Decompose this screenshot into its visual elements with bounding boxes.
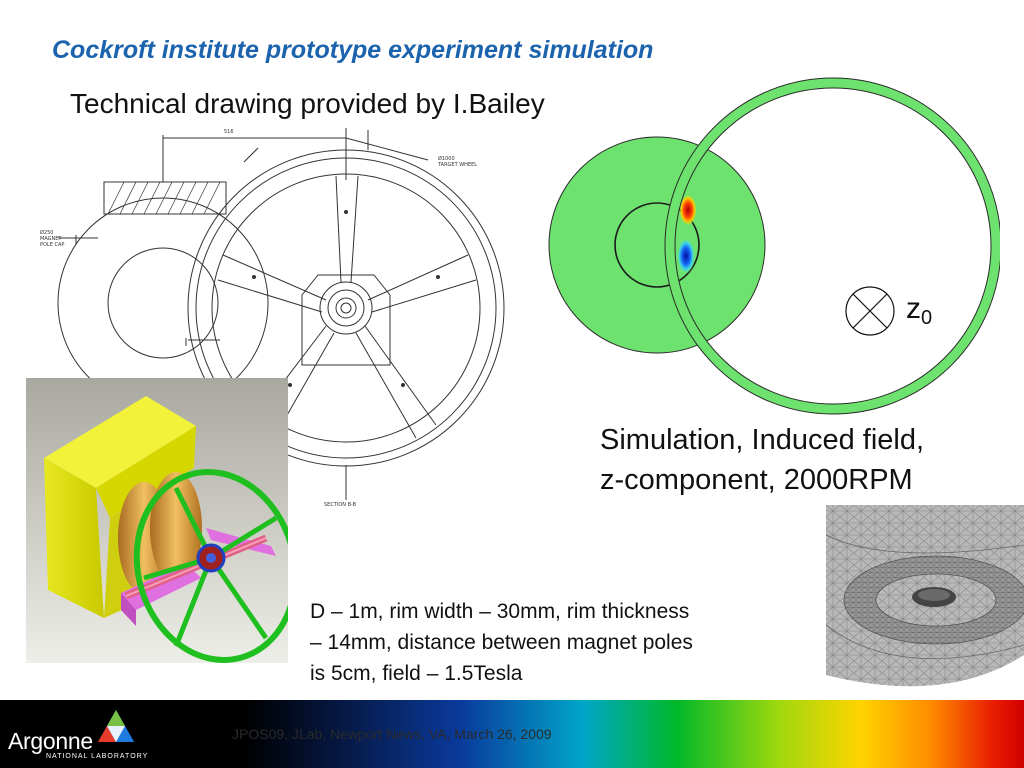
svg-text:TARGET WHEEL: TARGET WHEEL: [437, 162, 477, 168]
svg-text:516: 516: [224, 129, 234, 135]
specs-line-1: D – 1m, rim width – 30mm, rim thickness: [310, 600, 690, 623]
mesh-render: [826, 505, 1024, 697]
z-subscript: 0: [921, 307, 933, 329]
simulation-caption-line-1: Simulation, Induced field,: [600, 424, 925, 456]
positive-field-spot: [679, 194, 697, 226]
cad-model-image: [26, 378, 288, 663]
field-disk: [548, 136, 766, 354]
z0-label: z0: [906, 292, 932, 330]
svg-text:Ø250: Ø250: [40, 229, 53, 236]
svg-text:Ø1000: Ø1000: [438, 155, 455, 162]
argonne-logo-text: Argonne: [8, 728, 93, 754]
into-page-symbol-icon: [845, 286, 895, 336]
svg-text:POLE CAP: POLE CAP: [40, 242, 64, 248]
specs-line-3: is 5cm, field – 1.5Tesla: [310, 662, 523, 685]
simulation-field-plot: [548, 77, 1000, 415]
footer-bar: Argonne NATIONAL LABORATORY JPOS09, JLab…: [0, 700, 1024, 768]
pole-circle: [614, 202, 700, 288]
wheel-rim: [665, 78, 1000, 414]
simulation-caption-line-2: z-component, 2000RPM: [600, 464, 913, 496]
negative-field-spot: [677, 238, 695, 274]
cad-model-render: [26, 378, 288, 663]
conference-info: JPOS09, JLab, Newport News, VA, March 26…: [232, 726, 552, 742]
z-symbol-text: z: [906, 292, 921, 325]
mesh-image: [826, 505, 1024, 697]
svg-text:MAGNET: MAGNET: [40, 236, 62, 242]
slide-title: Cockroft institute prototype experiment …: [52, 36, 654, 64]
argonne-logo-subtitle: NATIONAL LABORATORY: [46, 753, 149, 760]
drawing-caption: Technical drawing provided by I.Bailey: [70, 88, 545, 119]
simulation-caption: Simulation, Induced field, z-component, …: [600, 420, 924, 500]
technical-drawing: Ø1000 TARGET WHEEL Ø250 MAGNET POLE CAP …: [40, 128, 505, 508]
argonne-logo-icon: [98, 710, 134, 742]
svg-text:SECTION B-B: SECTION B-B: [324, 502, 357, 508]
specs-line-2: – 14mm, distance between magnet poles: [310, 631, 693, 654]
specifications-text: D – 1m, rim width – 30mm, rim thickness …: [310, 596, 790, 689]
